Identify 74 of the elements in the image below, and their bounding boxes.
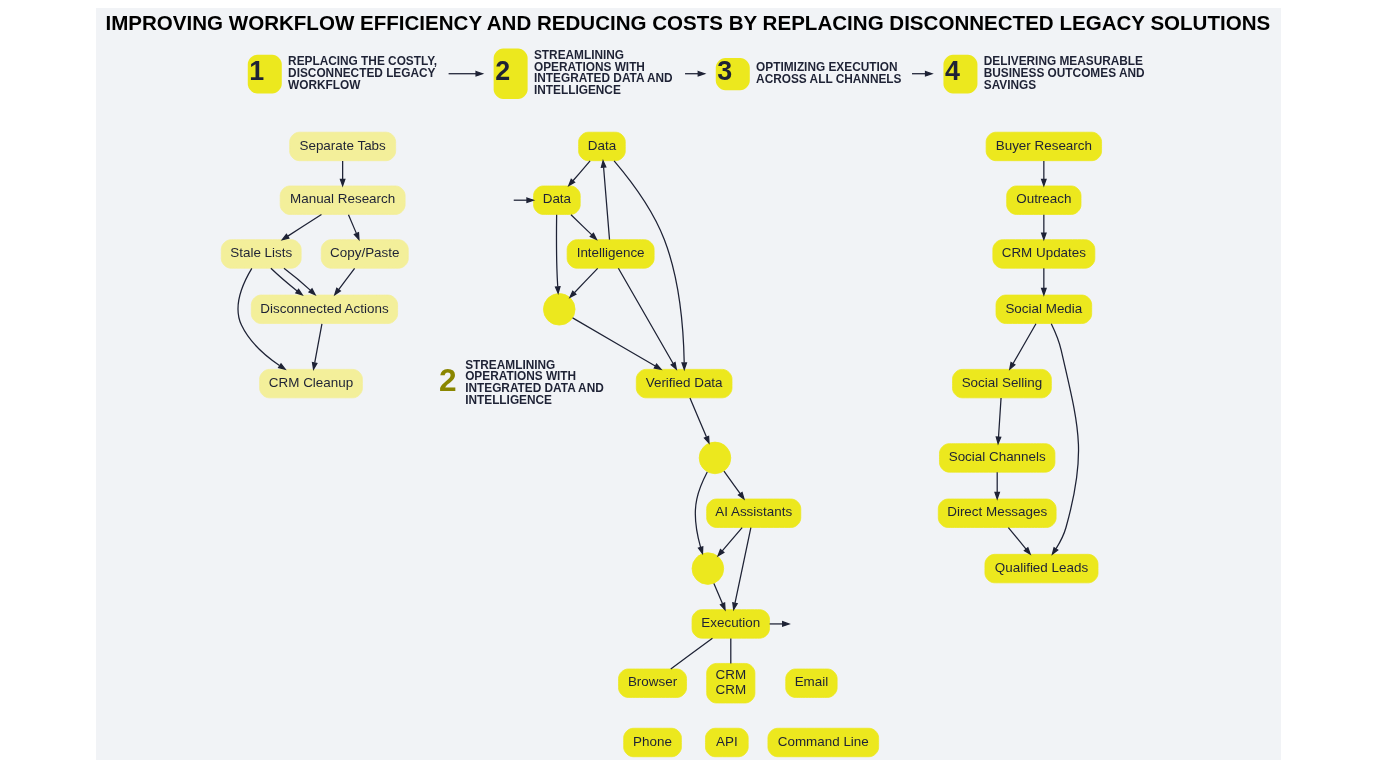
arrow xyxy=(447,70,484,77)
label: STREAMLINING OPERATIONS WITH INTEGRATED DATA AND INTELLIGENCE xyxy=(464,357,604,408)
node-box: Verified Data xyxy=(635,369,732,399)
node-box: CRM Updates xyxy=(991,239,1095,269)
arrow xyxy=(731,527,751,612)
node-box: Qualified Leads xyxy=(984,553,1098,584)
node-box: Social Media xyxy=(995,294,1092,324)
arrow xyxy=(612,160,687,372)
node-box: 1 xyxy=(247,54,282,94)
node-box: Browser xyxy=(617,668,687,698)
node-box: Separate Tabs xyxy=(288,131,396,162)
arrow xyxy=(237,267,287,371)
node-box: Direct Messages xyxy=(937,498,1056,528)
arrow xyxy=(600,158,610,241)
node-box: Data xyxy=(532,185,581,215)
arrow xyxy=(347,214,360,242)
arrow xyxy=(282,267,316,297)
connector xyxy=(669,637,713,670)
arrow xyxy=(1040,267,1047,297)
node-label: DELIVERING MEASURABLE BUSINESS OUTCOMES AND SAVINGS xyxy=(983,54,1145,92)
node-label: REPLACING THE COSTLY, DISCONNECTED LEGACY WORKFLOW xyxy=(287,54,437,92)
arrow xyxy=(280,213,322,241)
node-box: Social Selling xyxy=(951,369,1052,399)
arrow xyxy=(1050,323,1079,556)
arrow xyxy=(333,267,355,297)
node-box: Outreach xyxy=(1005,185,1081,215)
arrow xyxy=(339,160,346,188)
node-box: Phone xyxy=(622,727,682,758)
node-box: API xyxy=(704,727,749,758)
arrow xyxy=(571,317,663,371)
arrow xyxy=(1007,527,1031,556)
arrow xyxy=(688,397,710,445)
connector xyxy=(729,637,731,664)
arrow xyxy=(569,214,598,241)
node-circle xyxy=(698,441,731,475)
node-box: Social Channels xyxy=(938,443,1055,473)
arrow xyxy=(722,470,745,501)
node-label: STREAMLINING OPERATIONS WITH INTEGRATED DATA AND INTELLIGENCE xyxy=(533,47,673,98)
node-box: 2 xyxy=(493,48,528,99)
arrow xyxy=(1008,323,1037,371)
node-box: Intelligence xyxy=(566,239,654,269)
arrow xyxy=(716,527,743,558)
arrow xyxy=(1040,214,1047,242)
node-box: Execution xyxy=(691,609,770,639)
node-box: CRM CRM xyxy=(705,663,755,704)
diagram-title: IMPROVING WORKFLOW EFFICIENCY AND REDUCING COSTS BY REPLACING DISCONNECTED LEGACY SOLUTIONS xyxy=(104,11,1270,35)
node-circle xyxy=(691,552,724,585)
arrow xyxy=(568,267,598,299)
node-box: 4 xyxy=(942,54,977,94)
node-box: Data xyxy=(577,131,626,162)
node-box: AI Assistants xyxy=(705,498,801,528)
node-box: Copy/Paste xyxy=(320,239,409,269)
node-box: Stale Lists xyxy=(220,239,302,269)
node-box: Buyer Research xyxy=(985,131,1102,162)
arrow xyxy=(1040,160,1047,188)
node-circle xyxy=(542,293,575,326)
arrow xyxy=(311,323,323,372)
arrow xyxy=(994,397,1002,446)
arrow xyxy=(993,471,1000,501)
arrow xyxy=(269,267,304,297)
arrow xyxy=(567,160,591,188)
node-box: 3 xyxy=(715,57,750,91)
node-box: Email xyxy=(784,668,837,698)
label: 2 xyxy=(438,361,457,398)
node-label: OPTIMIZING EXECUTION ACROSS ALL CHANNELS xyxy=(755,59,902,86)
node-box: Command Line xyxy=(767,727,879,758)
arrow xyxy=(554,214,561,296)
node-box: CRM Cleanup xyxy=(258,369,363,399)
arrow xyxy=(617,267,677,371)
node-box: Manual Research xyxy=(279,185,405,215)
arrow xyxy=(712,582,726,612)
arrow xyxy=(768,620,791,628)
node-box: Disconnected Actions xyxy=(250,294,398,324)
arrow xyxy=(694,471,708,556)
